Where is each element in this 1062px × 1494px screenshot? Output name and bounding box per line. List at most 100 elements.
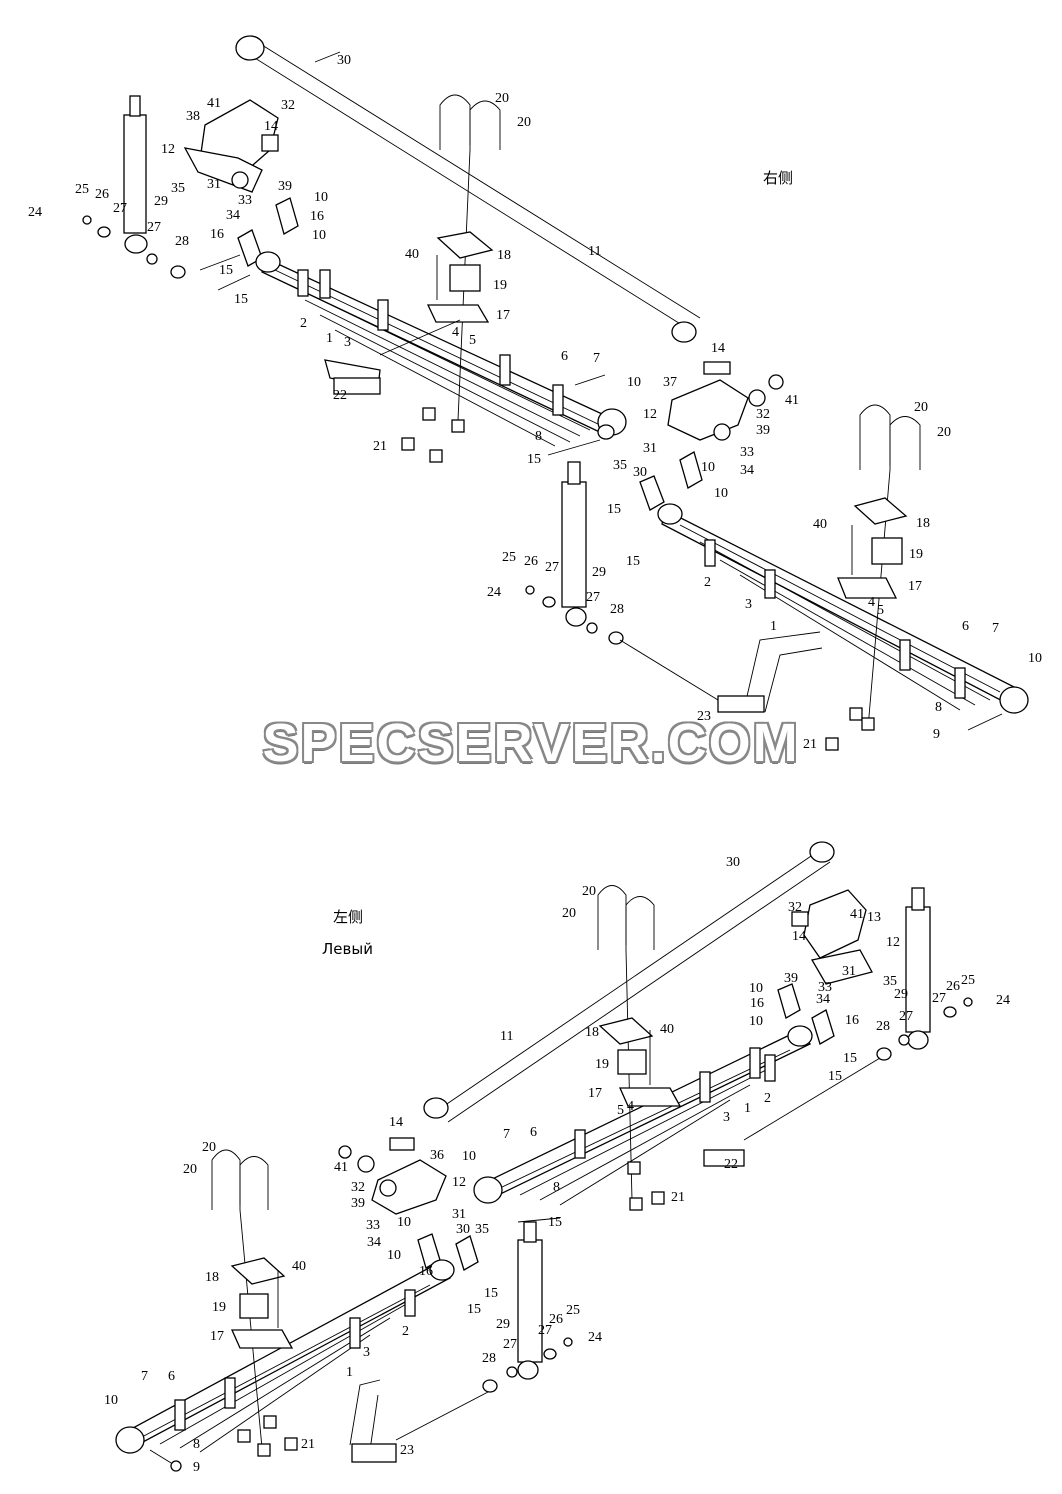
callout: 12 xyxy=(161,142,175,157)
callout: 39 xyxy=(278,179,292,194)
callout: 35 xyxy=(475,1222,489,1237)
callout: 1 xyxy=(744,1101,751,1116)
callout: 35 xyxy=(171,181,185,196)
callout: 16 xyxy=(845,1013,859,1028)
callout: 29 xyxy=(592,565,606,580)
callout: 33 xyxy=(238,193,252,208)
callout: 4 xyxy=(627,1099,634,1114)
callout: 15 xyxy=(843,1051,857,1066)
callout: 3 xyxy=(745,597,752,612)
callout: 39 xyxy=(784,971,798,986)
callout: 27 xyxy=(586,590,600,605)
callout: 15 xyxy=(828,1069,842,1084)
callout: 15 xyxy=(219,263,233,278)
callout: 39 xyxy=(756,423,770,438)
callout: 23 xyxy=(400,1443,414,1458)
callout: 32 xyxy=(351,1180,365,1195)
callout: 41 xyxy=(850,907,864,922)
callout: 8 xyxy=(553,1180,560,1195)
callout: 33 xyxy=(818,980,832,995)
callout: 7 xyxy=(992,621,999,636)
watermark: SPECSERVER.COM xyxy=(262,713,800,773)
callout: 10 xyxy=(714,486,728,501)
right-side-assembly xyxy=(82,35,1029,751)
callout: 26 xyxy=(95,187,109,202)
callout: 20 xyxy=(562,906,576,921)
callout: 41 xyxy=(334,1160,348,1175)
callout: 31 xyxy=(643,441,657,456)
callout: 16 xyxy=(750,996,764,1011)
callout: 7 xyxy=(593,351,600,366)
callout: 35 xyxy=(613,458,627,473)
callout: 30 xyxy=(337,53,351,68)
callout: 29 xyxy=(496,1317,510,1332)
callout: 24 xyxy=(487,585,501,600)
callout: 15 xyxy=(234,292,248,307)
callout: 15 xyxy=(467,1302,481,1317)
callout: 26 xyxy=(946,979,960,994)
callout: 16 xyxy=(310,209,324,224)
callouts-left: 30 20 20 32 41 13 14 12 39 35 31 33 34 2… xyxy=(104,855,1010,1475)
callout: 3 xyxy=(723,1110,730,1125)
callout: 27 xyxy=(147,220,161,235)
callout: 24 xyxy=(996,993,1010,1008)
callout: 27 xyxy=(113,201,127,216)
callout: 19 xyxy=(595,1057,609,1072)
callout: 22 xyxy=(333,388,347,403)
callout: 27 xyxy=(545,560,559,575)
callout: 6 xyxy=(530,1125,537,1140)
callout: 27 xyxy=(503,1337,517,1352)
callout: 28 xyxy=(610,602,624,617)
callout: 10 xyxy=(397,1215,411,1230)
callout: 16 xyxy=(419,1264,433,1279)
callout: 30 xyxy=(633,465,647,480)
callout: 1 xyxy=(326,331,333,346)
callout: 39 xyxy=(351,1196,365,1211)
callout: 10 xyxy=(387,1248,401,1263)
callout: 18 xyxy=(916,516,930,531)
callout: 20 xyxy=(495,91,509,106)
callout: 10 xyxy=(749,981,763,996)
callout: 36 xyxy=(430,1148,444,1163)
callout: 27 xyxy=(538,1323,552,1338)
callout: 17 xyxy=(908,579,922,594)
callout: 21 xyxy=(671,1190,685,1205)
callout: 7 xyxy=(503,1127,510,1142)
callout: 29 xyxy=(894,987,908,1002)
callout: 33 xyxy=(740,445,754,460)
callout: 10 xyxy=(462,1149,476,1164)
callout: 26 xyxy=(549,1312,563,1327)
callout: 31 xyxy=(452,1207,466,1222)
callout: 19 xyxy=(493,278,507,293)
callout: 28 xyxy=(175,234,189,249)
callout: 17 xyxy=(588,1086,602,1101)
callout: 20 xyxy=(517,115,531,130)
callout: 14 xyxy=(264,119,278,134)
callout: 15 xyxy=(626,554,640,569)
callout: 20 xyxy=(914,400,928,415)
callout: 12 xyxy=(886,935,900,950)
callout: 18 xyxy=(585,1025,599,1040)
callout: 10 xyxy=(749,1014,763,1029)
callout: 4 xyxy=(452,325,459,340)
callout: 20 xyxy=(582,884,596,899)
callout: 9 xyxy=(933,727,940,742)
callout: 18 xyxy=(205,1270,219,1285)
callout: 35 xyxy=(883,974,897,989)
callout: 8 xyxy=(935,700,942,715)
callout: 28 xyxy=(876,1019,890,1034)
callout: 32 xyxy=(788,900,802,915)
callout: 21 xyxy=(803,737,817,752)
callout: 10 xyxy=(312,228,326,243)
callout: 34 xyxy=(226,208,240,223)
side-label-left-cn: 左侧 xyxy=(333,908,363,926)
callout: 34 xyxy=(740,463,754,478)
callout: 10 xyxy=(314,190,328,205)
callout: 40 xyxy=(405,247,419,262)
callout: 12 xyxy=(643,407,657,422)
callout: 31 xyxy=(842,964,856,979)
callout: 20 xyxy=(202,1140,216,1155)
callout: 2 xyxy=(300,316,307,331)
callout: 27 xyxy=(899,1009,913,1024)
callout: 7 xyxy=(141,1369,148,1384)
